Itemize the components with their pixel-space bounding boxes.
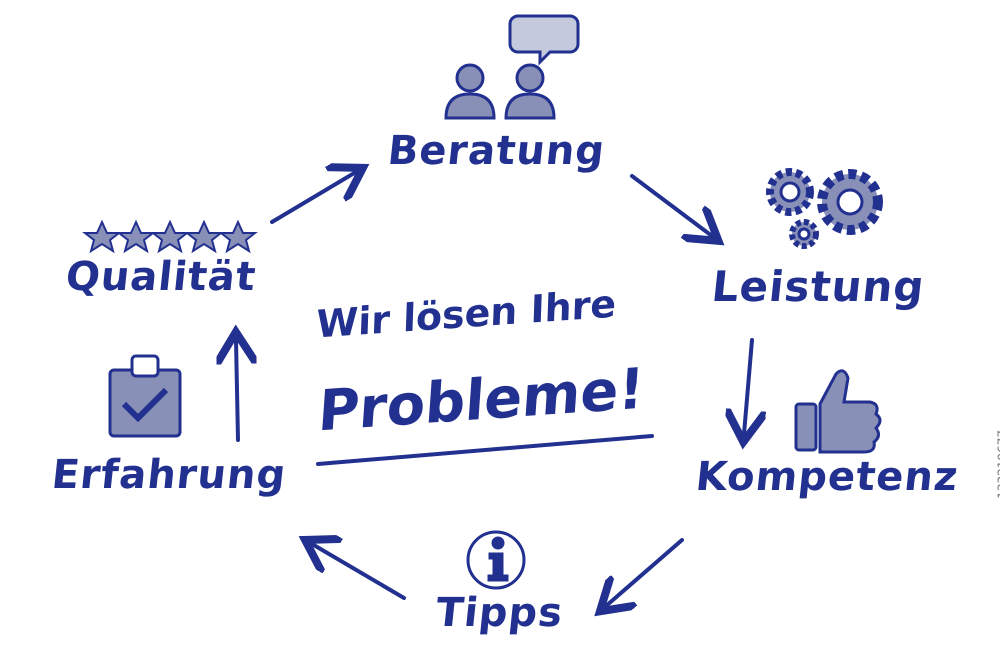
arrow-kompetenz-tipps: [606, 538, 684, 606]
label-tipps: Tipps: [433, 590, 566, 636]
arrow-beratung-leistung: [630, 174, 712, 236]
center-underline: [316, 434, 654, 466]
people-speech-icon: [444, 14, 580, 120]
clipboard-check-icon: [108, 354, 182, 438]
label-qualitaet: Qualität: [63, 254, 259, 300]
label-beratung: Beratung: [385, 128, 608, 174]
stars-icon: [82, 219, 258, 254]
thumbs-up-icon: [794, 369, 882, 454]
gears-icon: [766, 168, 883, 249]
label-erfahrung: Erfahrung: [49, 452, 289, 498]
info-icon: [466, 530, 526, 590]
label-kompetenz: Kompetenz: [693, 454, 961, 500]
arrow-erfahrung-qualitaet: [236, 340, 238, 442]
arrow-qualitaet-beratung: [270, 172, 356, 224]
arrow-tipps-erfahrung: [312, 544, 406, 600]
label-leistung: Leistung: [709, 262, 928, 311]
arrow-leistung-kompetenz: [744, 338, 752, 434]
stock-id-watermark: 133219677: [996, 430, 1000, 499]
